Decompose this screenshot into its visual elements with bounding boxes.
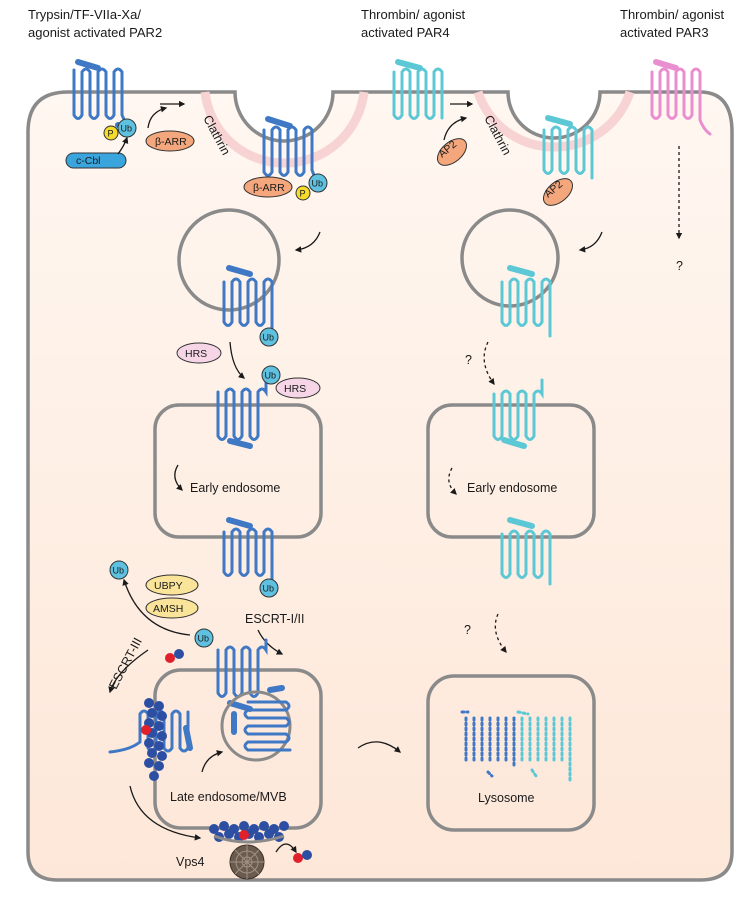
ap2-surface xyxy=(436,138,468,166)
ubiquitin-label-surface: Ub xyxy=(121,124,133,134)
intraluminal-vesicle xyxy=(220,690,292,762)
par4-receptor-early-endosome xyxy=(492,378,544,449)
c-cbl-label: c-Cbl xyxy=(76,155,101,167)
par4-ee-dashed-arrow xyxy=(448,467,457,495)
question-mark-par4-a: ? xyxy=(465,353,472,367)
red-bead-ring xyxy=(239,830,249,840)
blue-bead-escrt xyxy=(174,649,184,659)
degraded-par2 xyxy=(460,710,516,778)
par4-header-line2: activated PAR4 xyxy=(361,25,450,40)
par4-receptor-ee-bottom xyxy=(500,517,552,586)
to-vesicle-arrow-par4 xyxy=(578,231,603,253)
hrs-protein-free xyxy=(176,342,222,364)
par2-receptor-pit xyxy=(262,116,324,192)
par2-receptor-ilv xyxy=(231,685,292,752)
ilv-formation-arrow xyxy=(201,750,224,773)
ubpy-enzyme xyxy=(145,574,199,596)
clathrin-coat-left xyxy=(200,91,369,168)
par2-receptor-vesicle xyxy=(222,265,274,330)
par4-dashed-arrow-b xyxy=(494,613,507,654)
plasma-membrane xyxy=(26,90,734,882)
endocytic-vesicle-par2 xyxy=(177,208,281,312)
ubiquitin-badge-mvb xyxy=(194,628,214,648)
ubiquitin-label-free: Ub xyxy=(113,566,125,576)
par3-header-line2: activated PAR3 xyxy=(620,25,709,40)
par3-header-line1: Thrombin/ agonist xyxy=(620,7,724,22)
ubiquitin-label-vesicle: Ub xyxy=(263,333,275,343)
deubiquitination-arrow xyxy=(122,578,191,636)
amsh-label: AMSH xyxy=(153,603,183,615)
ubiquitin-label-escrt: Ub xyxy=(263,584,275,594)
ubiquitin-label-mvb: Ub xyxy=(198,634,210,644)
question-mark-par3: ? xyxy=(676,259,683,273)
ubiquitin-label-pit: Ub xyxy=(312,179,324,189)
beta-arrestin-label-pit: β-ARR xyxy=(253,182,285,194)
red-bead-escrt xyxy=(165,653,175,663)
phospho-badge-surface xyxy=(103,125,119,141)
late-endosome-label: Late endosome/MVB xyxy=(170,790,287,804)
escrt-iii-arrow xyxy=(108,649,149,694)
par4-receptor-surface xyxy=(392,59,444,120)
par4-receptor-pit xyxy=(542,115,594,180)
lysosome xyxy=(426,674,596,832)
released-red-bead xyxy=(293,853,303,863)
question-mark-par4-b: ? xyxy=(464,623,471,637)
vps4-recruit-arrow xyxy=(129,785,202,841)
ubiquitin-badge-ee xyxy=(261,365,281,385)
par2-header-line2: agonist activated PAR2 xyxy=(28,25,162,40)
c-cbl-protein xyxy=(65,152,127,169)
phospho-label-pit: P xyxy=(300,189,306,199)
early-endosome-label-par2: Early endosome xyxy=(190,481,280,495)
hrs-label-bound: HRS xyxy=(284,383,306,395)
released-blue-bead xyxy=(302,850,312,860)
escrt-i-ii-label: ESCRT-I/II xyxy=(245,612,305,626)
mvb-to-lysosome-arrow xyxy=(357,741,402,753)
par4-receptor-vesicle xyxy=(500,265,552,338)
ubpy-label: UBPY xyxy=(154,580,183,592)
lysosome-label: Lysosome xyxy=(478,791,535,805)
hrs-binding-arrow xyxy=(229,341,245,379)
par2-receptor-mvb-entry xyxy=(216,638,268,712)
ubiquitin-label-ee: Ub xyxy=(265,371,277,381)
phospho-badge-pit xyxy=(295,185,311,201)
ubiquitin-badge-escrt xyxy=(259,578,279,598)
beta-arrestin-surface xyxy=(145,130,195,152)
ubiquitin-badge-vesicle xyxy=(259,327,279,347)
to-vesicle-arrow-par2 xyxy=(294,231,321,253)
ap2-recruit-arrow xyxy=(443,115,468,141)
hrs-label-free: HRS xyxy=(185,348,207,360)
vps4-label: Vps4 xyxy=(176,855,205,869)
par2-receptor-escrt-iii xyxy=(108,709,193,754)
amsh-enzyme xyxy=(145,597,199,619)
c-cbl-arrow xyxy=(117,136,129,155)
vps4-complex xyxy=(229,844,265,880)
par2-receptor-ee-bottom xyxy=(222,517,274,582)
par4-header-line1: Thrombin/ agonist xyxy=(361,7,465,22)
phospho-label-surface: P xyxy=(108,129,114,139)
red-bead-polymer xyxy=(141,725,151,735)
beta-arr-recruit-arrow xyxy=(147,106,168,129)
ubiquitin-free xyxy=(109,560,129,580)
beta-arrestin-label-surface: β-ARR xyxy=(155,136,187,148)
ee-sorting-arrow-par2 xyxy=(174,464,183,491)
par3-receptor-surface xyxy=(650,59,712,136)
release-arrow xyxy=(275,843,297,854)
par2-header-line1: Trypsin/TF-VIIa-Xa/ xyxy=(28,7,141,22)
beta-arrestin-pit xyxy=(243,176,293,198)
early-endosome-par2 xyxy=(153,403,323,539)
mvb-neck-membrane xyxy=(213,834,285,844)
ap2-pit xyxy=(542,178,574,206)
clathrin-coat-right xyxy=(473,90,635,152)
early-endosome-label-par4: Early endosome xyxy=(467,481,557,495)
degraded-par4 xyxy=(516,710,572,782)
par2-receptor-early-endosome xyxy=(216,378,268,449)
ubiquitin-badge-pit xyxy=(308,173,328,193)
hrs-protein-bound xyxy=(275,377,321,399)
